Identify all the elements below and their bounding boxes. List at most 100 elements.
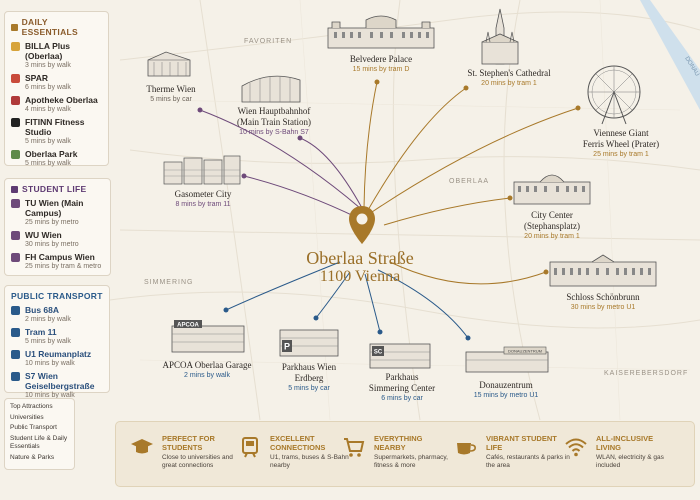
essentials-square-icon [11,23,18,31]
poi-name: Gasometer City [174,189,232,199]
apcoa-sign: APCOA [177,323,199,329]
item-name: FITINN Fitness Studio [25,117,85,137]
line-citycenter [383,197,511,226]
parkhaus-erdberg-icon: P [279,329,339,357]
feature-desc: Cafés, restaurants & parks in the area [486,454,570,469]
schoenbrunn-palace-icon [549,254,657,287]
feature-desc: Supermarkets, pharmacy, fitness & more [374,454,448,469]
train-station-icon [241,75,301,103]
poi-parkhaus-erdberg[interactable]: Parkhaus Wien Erdberg 5 mins by car [262,362,356,393]
district-label-oberlaa: OBERLAA [449,178,490,185]
legend: Top Attractions Universities Public Tran… [4,398,75,470]
graduation-cap-icon [131,439,153,454]
tram-icon [242,437,258,458]
university-icon [11,231,20,240]
poi-st-stephens-cathedral[interactable]: St. Stephen's Cathedral 20 mins by tram … [450,68,568,88]
feature-title: EXCELLENT CONNECTIONS [270,434,326,452]
poi-donauzentrum[interactable]: Donauzentrum 15 mins by metro U1 [454,380,558,400]
item-name: Apotheke Oberlaa [25,95,98,105]
poi-time: 5 mins by car [288,385,330,392]
poi-time: 30 mins by metro U1 [570,304,636,311]
coffee-cup-icon [457,443,476,455]
item-time: 10 mins by walk [25,392,75,399]
university-icon [11,199,20,208]
apcoa-garage-icon: APCOA [171,320,245,353]
poi-therme-wien[interactable]: Therme Wien 5 mins by car [136,84,206,104]
tram-icon [11,328,20,337]
supermarket-icon [11,74,20,83]
location-pin-icon [349,206,375,244]
sc-sign: SC [374,350,383,356]
train-icon [11,372,20,381]
poi-name: Viennese Giant [593,128,649,138]
line-schoenbrunn [389,261,547,285]
poi-apcoa-garage[interactable]: APCOA Oberlaa Garage 2 mins by walk [152,360,262,380]
legend-item: Nature & Parks [10,453,55,461]
poi-time: 15 mins by metro U1 [473,392,539,399]
line-simmering [364,273,381,333]
daily-essentials-title-text: DAILY ESSENTIALS [21,17,78,37]
line-erdberg [315,271,351,319]
daily-essentials-panel: DAILY ESSENTIALS BILLA Plus (Oberlaa)3 m… [4,11,109,168]
poi-belvedere-palace[interactable]: Belvedere Palace 15 mins by tram D [326,54,436,74]
parking-sign: P [284,342,290,352]
line-hbf [299,137,363,209]
ferris-wheel-icon [587,65,641,125]
poi-giant-ferris-wheel[interactable]: Viennese Giant Ferris Wheel (Prater) 25 … [566,128,676,159]
item-name: Oberlaa Park [25,149,78,159]
parkhaus-simmering-icon: SC [369,343,431,369]
student-life-panel: STUDENT LIFE TU Wien (Main Campus)25 min… [4,178,111,276]
poi-time: 15 mins by tram D [352,66,410,73]
donauzentrum-sign: DONAUZENTRUM [508,349,542,354]
item-name: WU Wien [25,230,62,240]
graduation-cap-icon [11,185,18,193]
poi-time: 6 mins by car [381,395,423,402]
poi-name-line2: Erdberg [294,373,324,383]
gasometer-icon [163,155,241,185]
supermarket-icon [11,42,20,51]
therme-building-icon [147,51,191,77]
university-icon [11,253,20,262]
poi-hauptbahnhof[interactable]: Wien Hauptbahnhof (Main Train Station) 1… [228,106,320,137]
student-life-title-text: STUDENT LIFE [22,184,87,194]
poi-parkhaus-simmering[interactable]: Parkhaus Simmering Center 6 mins by car [356,372,448,403]
poi-name: APCOA Oberlaa Garage [162,360,252,370]
poi-name: Belvedere Palace [349,54,413,64]
list-item[interactable]: BILLA Plus (Oberlaa)3 mins by walk [11,41,102,70]
poi-name: City Center [531,210,573,220]
legend-item: Public Transport [10,424,57,431]
pharmacy-icon [11,96,20,105]
feature-desc: U1, trams, buses & S-Bahn nearby [270,454,349,469]
item-name: TU Wien (Main Campus) [25,198,84,218]
legend-item: Student Life & Daily Essentials [10,434,68,451]
item-time: 30 mins by metro [25,241,79,248]
item-time: 6 mins by walk [25,84,71,91]
legend-item: Universities [10,413,44,421]
item-name: BILLA Plus (Oberlaa) [25,41,71,61]
list-item[interactable]: TU Wien (Main Campus)25 mins by metro [11,198,104,227]
donauzentrum-mall-icon: DONAUZENTRUM [465,346,549,373]
poi-city-center[interactable]: City Center (Stephansplatz) 20 mins by t… [506,210,598,241]
poi-time: 8 mins by tram 11 [175,201,231,208]
poi-name: St. Stephen's Cathedral [467,68,551,78]
district-label-kaiserebersdorf: KAISEREBERSDORF [604,370,689,377]
poi-gasometer-city[interactable]: Gasometer City 8 mins by tram 11 [158,189,248,209]
features-bar: PERFECT FOR STUDENTS Close to universiti… [115,421,695,487]
public-transport-title-text: PUBLIC TRANSPORT [11,291,103,301]
poi-schloss-schoenbrunn[interactable]: Schloss Schönbrunn 30 mins by metro U1 [548,292,658,312]
wifi-icon [565,438,587,457]
fitness-icon [11,118,20,127]
item-time: 2 mins by walk [25,316,71,323]
feature-title: EVERYTHING NEARBY [374,434,423,452]
